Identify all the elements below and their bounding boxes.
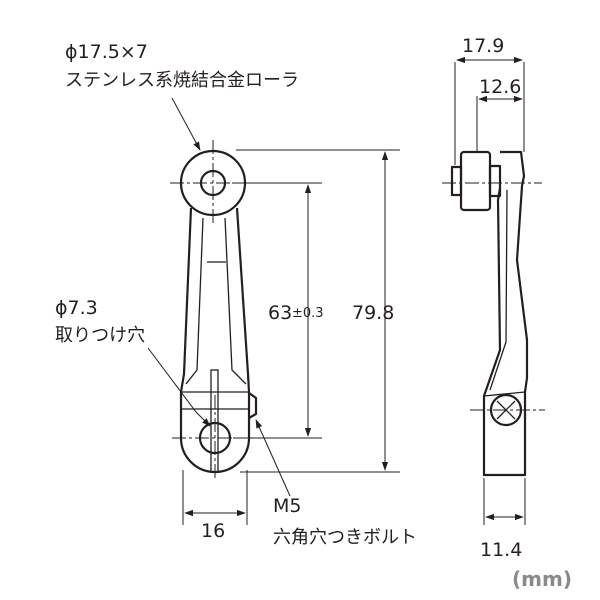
roller-bore [199, 169, 227, 197]
side-roller-axle [488, 164, 502, 198]
lever-arm-outline [179, 207, 251, 474]
side-arm-outline [482, 150, 529, 477]
unit-label: (mm) [512, 567, 572, 591]
labels: ϕ17.5×7 ステンレス系焼結合金ローラ ϕ7.3 取りつけ穴 63 ±0.3… [55, 35, 572, 591]
side-dimensions [454, 56, 526, 525]
overall-length-label: 79.8 [352, 302, 394, 324]
side-arm-inner [489, 189, 508, 391]
arm-inner-left [185, 217, 204, 385]
front-dimensions [147, 97, 400, 525]
bolt-label: 六角穴つきボルト [273, 527, 417, 548]
bolt-leader [255, 419, 291, 497]
roller-diameter-label: ϕ17.5×7 [65, 41, 148, 63]
center-tolerance-label: ±0.3 [292, 306, 324, 321]
hub-width-label: 16 [201, 520, 225, 542]
hole-diameter-label: ϕ7.3 [55, 297, 98, 319]
hub-thickness-label: 11.4 [480, 539, 522, 561]
hole-leader [147, 347, 211, 427]
side-roller-hub [450, 165, 463, 197]
clamp-slot [210, 369, 219, 473]
side-view [442, 150, 545, 477]
front-view [170, 140, 258, 480]
side-roller [459, 150, 492, 212]
roller-leader [171, 97, 201, 151]
roller-offset-label: 12.6 [479, 76, 521, 98]
bolt-head [248, 392, 258, 419]
total-width-label: 17.9 [462, 35, 504, 57]
roller-material-label: ステンレス系焼結合金ローラ [65, 70, 299, 91]
center-distance-label: 63 [268, 302, 292, 324]
bolt-size-label: M5 [273, 495, 301, 517]
mounting-hole [198, 421, 232, 455]
hole-label: 取りつけ穴 [55, 325, 145, 346]
arm-inner-right [224, 217, 247, 385]
